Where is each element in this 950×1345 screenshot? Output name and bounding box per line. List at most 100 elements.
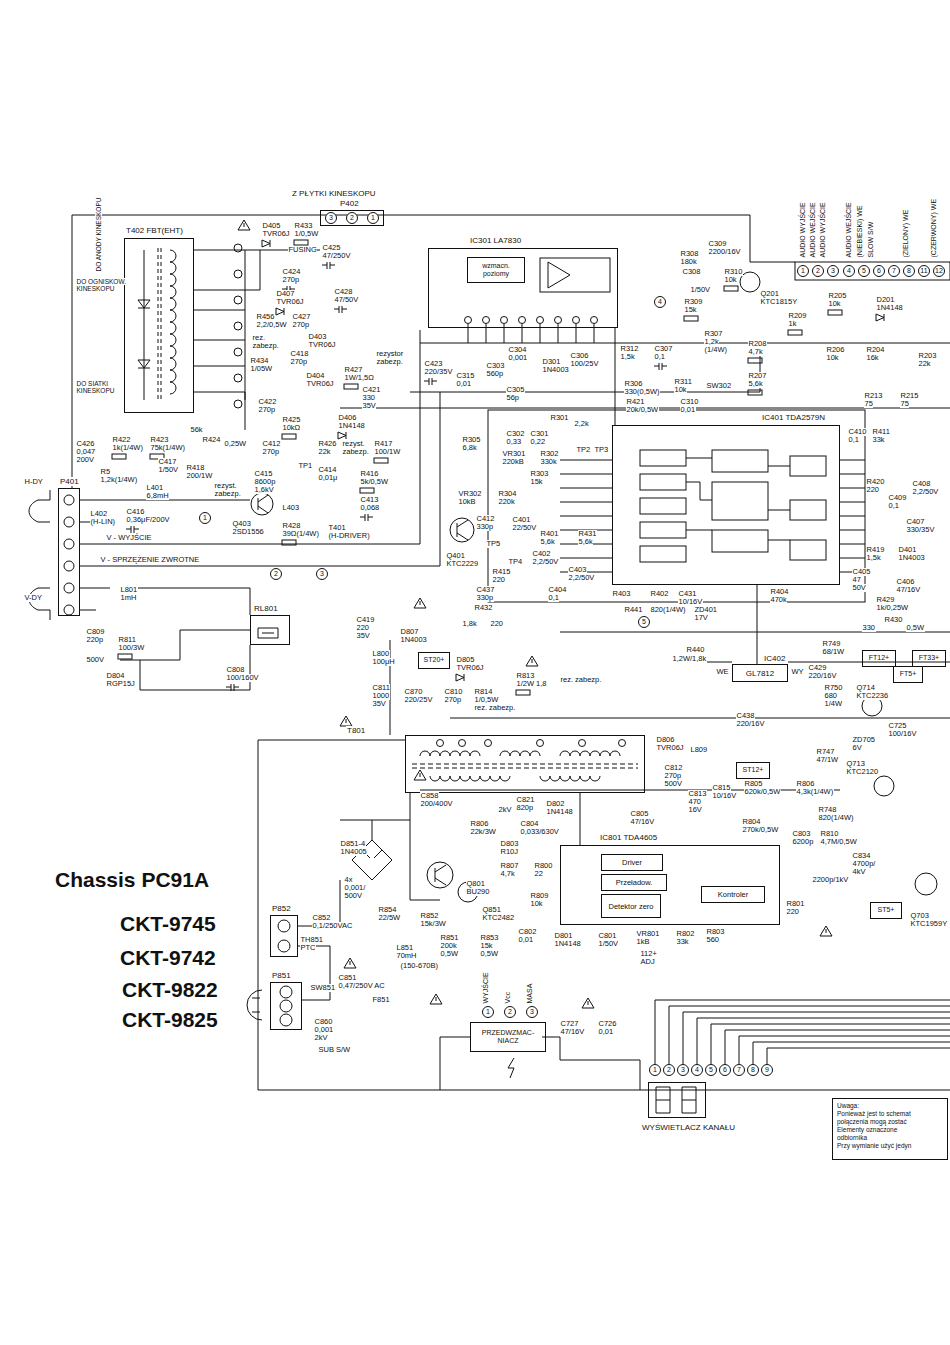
component-label: R418 xyxy=(186,464,205,472)
function-block: wzmacn. poziomy xyxy=(467,257,525,283)
component-label: C725 xyxy=(888,722,907,730)
component-label: 0,01 xyxy=(456,380,472,388)
component-label: C808 xyxy=(226,666,245,674)
component-label: 1N4003 xyxy=(542,366,569,374)
warning-triangle xyxy=(340,716,352,726)
component-label: R421 xyxy=(626,398,645,406)
wire xyxy=(80,330,440,615)
component-label: C809 xyxy=(86,628,105,636)
component-label: 2,2/50V xyxy=(568,574,595,582)
component-label: 100μH xyxy=(372,658,395,666)
component-label: 0,001 xyxy=(314,1026,334,1034)
component-label: 4kV xyxy=(852,868,866,876)
component-label: T401 xyxy=(328,524,346,532)
component-symbol xyxy=(282,434,296,439)
supply-flag: ST12+ xyxy=(736,762,770,779)
signal-name: (NIEBIESKI) WE xyxy=(856,205,864,258)
component-label: R747 xyxy=(816,748,835,756)
component-label: C815 xyxy=(712,784,731,792)
component-label: R425 xyxy=(282,416,301,424)
component-label: C726 xyxy=(598,1020,617,1028)
pin-number: 7 xyxy=(733,1064,745,1076)
pin-number: 6 xyxy=(873,265,885,277)
component-label: 330p xyxy=(476,594,494,602)
component-label: R209 xyxy=(788,312,807,320)
component-label: 220kB xyxy=(502,458,524,466)
component-label: 33k xyxy=(676,938,689,946)
component-label: Q714 xyxy=(856,684,875,692)
ic-block xyxy=(640,498,686,514)
component-label: V - WYJŚCIE xyxy=(106,534,152,542)
component-label: 0,25W xyxy=(224,440,247,448)
component-label: 1/05W xyxy=(250,365,273,373)
component-label: C860 xyxy=(314,1018,333,1026)
part-heading: IC301 LA7830 xyxy=(469,236,522,245)
component-label: 1N4148 xyxy=(876,304,903,312)
component-label: 22k xyxy=(318,448,331,456)
block-label: GL7812 xyxy=(746,669,774,678)
component-label: C811 xyxy=(372,684,390,692)
component-label: R423 xyxy=(150,436,169,444)
component-symbol xyxy=(282,540,296,545)
component-label: 270p xyxy=(664,772,682,780)
component-label: 1N4148 xyxy=(546,808,573,816)
component-label: D405 xyxy=(262,222,281,230)
component-label: 220/16V xyxy=(808,672,837,680)
component-label: C305 xyxy=(506,386,525,394)
component-label: C404 xyxy=(548,586,567,594)
component-label: 1N4005 xyxy=(340,848,367,856)
pin-circle xyxy=(485,740,492,747)
component-label: 0,47/250V AC xyxy=(338,982,385,990)
component-label: L401 xyxy=(146,484,164,492)
pin-number: 12 xyxy=(933,265,945,277)
pin-number: 8 xyxy=(903,265,915,277)
component-label: R308 xyxy=(680,250,699,258)
component-label: C407 xyxy=(906,518,925,526)
pin-number: 11 xyxy=(918,265,930,277)
component-label: Q713 xyxy=(846,760,865,768)
component-label: 220 xyxy=(490,620,504,628)
component-label: R404 xyxy=(770,588,789,596)
pin-circle xyxy=(501,317,508,324)
component-label: D401 xyxy=(898,546,917,554)
component-label: L801 xyxy=(120,586,138,594)
component-label: 47/16V xyxy=(560,1028,585,1036)
component-label: 220 xyxy=(356,624,370,632)
component-label: R809 xyxy=(530,892,549,900)
component-label: 47/1W xyxy=(816,756,839,764)
component-label: C415 xyxy=(254,470,273,478)
pin-number: 1 xyxy=(797,265,809,277)
model-label: CKT-9822 xyxy=(122,978,218,1002)
component-label: D805 xyxy=(456,656,475,664)
component-label: D807 xyxy=(400,628,419,636)
ic-block xyxy=(640,474,686,490)
component-label: 1N4003 xyxy=(898,554,925,562)
component-label: R427 xyxy=(344,366,363,374)
part-heading: P852 xyxy=(271,904,292,913)
signal-name: DO ANODY KINESKOPU xyxy=(95,197,102,272)
component-label: 5,6k xyxy=(578,538,593,546)
component-label: D851-4 xyxy=(340,840,366,848)
component-label: R814 xyxy=(474,688,493,696)
component-label: C412 xyxy=(476,515,495,523)
component-label: 0,033/630V xyxy=(520,828,559,836)
component-label: R5 xyxy=(100,468,111,476)
symbol-group xyxy=(138,244,242,408)
component-label: R432 xyxy=(474,604,493,612)
pin-number: 2 xyxy=(270,568,282,580)
component-label: R429 xyxy=(876,596,895,604)
component-symbol xyxy=(338,432,346,439)
component-symbol xyxy=(360,488,374,493)
component-label: 1k(1/4W) xyxy=(112,444,143,452)
ic-box: IC401 TDA2579N xyxy=(612,425,840,585)
component-label: 75 xyxy=(900,400,909,408)
component-label: 6200p xyxy=(792,838,814,846)
component-label: 1,2W/1,8k xyxy=(672,655,707,663)
component-label: zabezp. xyxy=(342,448,369,456)
component-label: 47 xyxy=(852,576,861,584)
part-heading: RL801 xyxy=(253,604,279,613)
pin-circle xyxy=(459,740,466,747)
part-heading: T402 FBT(EHT) xyxy=(125,226,184,235)
component-label: TP5 xyxy=(486,540,501,548)
component-label: C410 xyxy=(848,428,867,436)
